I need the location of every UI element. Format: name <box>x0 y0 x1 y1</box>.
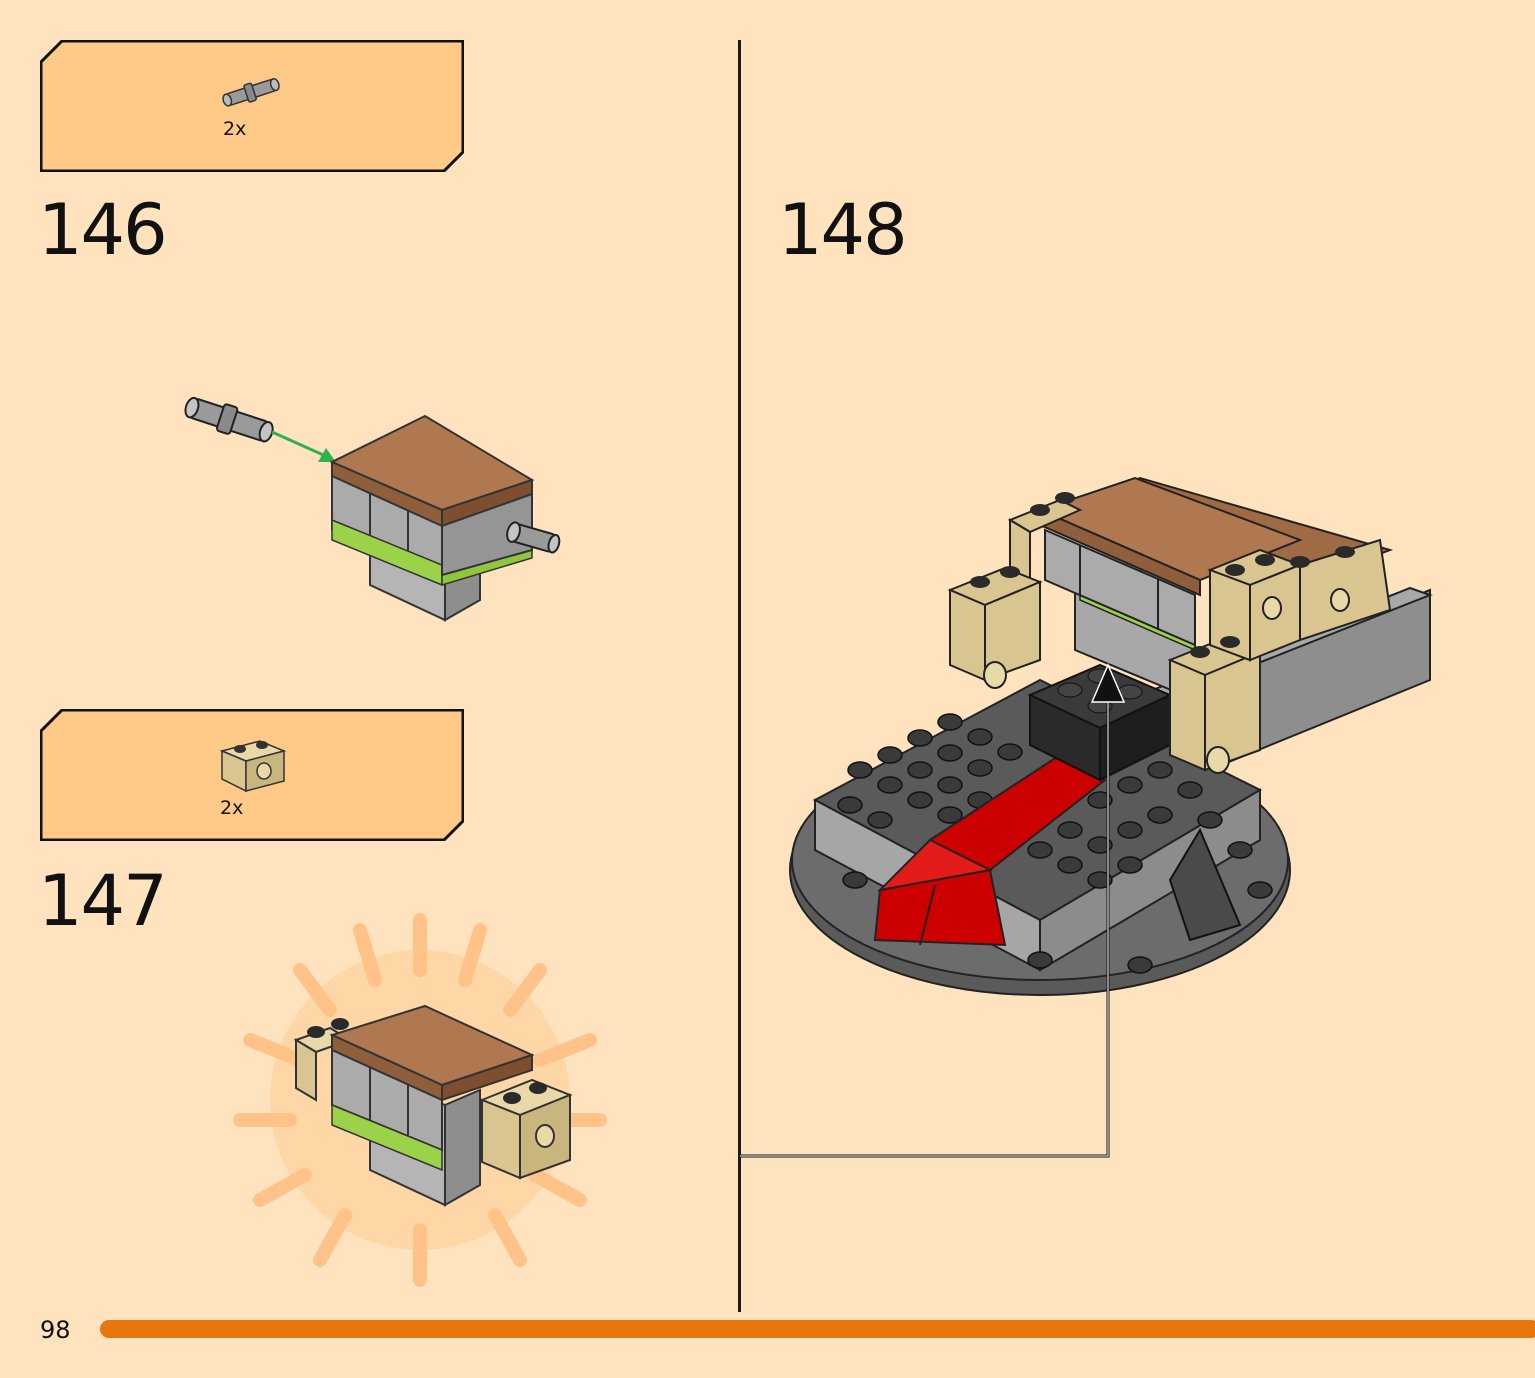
technic-brick-tan-icon <box>219 740 287 793</box>
part-quantity: 2x <box>220 797 244 819</box>
step-148-illustration <box>740 476 1433 1158</box>
placement-arrowhead <box>1090 663 1126 703</box>
insertion-arrowhead <box>318 448 336 462</box>
parts-callout-146: 2x <box>40 40 464 172</box>
placement-guide-line-highlight <box>740 680 1109 1157</box>
progress-bar <box>100 1320 1535 1338</box>
step-number-146: 146 <box>38 189 168 271</box>
technic-pin-icon <box>222 77 280 107</box>
step-147-illustration <box>233 913 607 1287</box>
callout-frame <box>40 40 464 172</box>
column-divider <box>738 40 741 1312</box>
step-number-148: 148 <box>778 189 908 271</box>
step-number-147: 147 <box>38 860 168 942</box>
plate-studs <box>837 713 1273 974</box>
step-146-illustration <box>184 396 561 622</box>
part-quantity: 2x <box>223 118 247 140</box>
insertion-arrow <box>271 430 331 460</box>
tan-brick-studs <box>970 492 1355 658</box>
technic-pin-part <box>184 396 274 443</box>
parts-callout-147: 2x <box>40 709 464 841</box>
page-number: 98 <box>40 1316 71 1344</box>
